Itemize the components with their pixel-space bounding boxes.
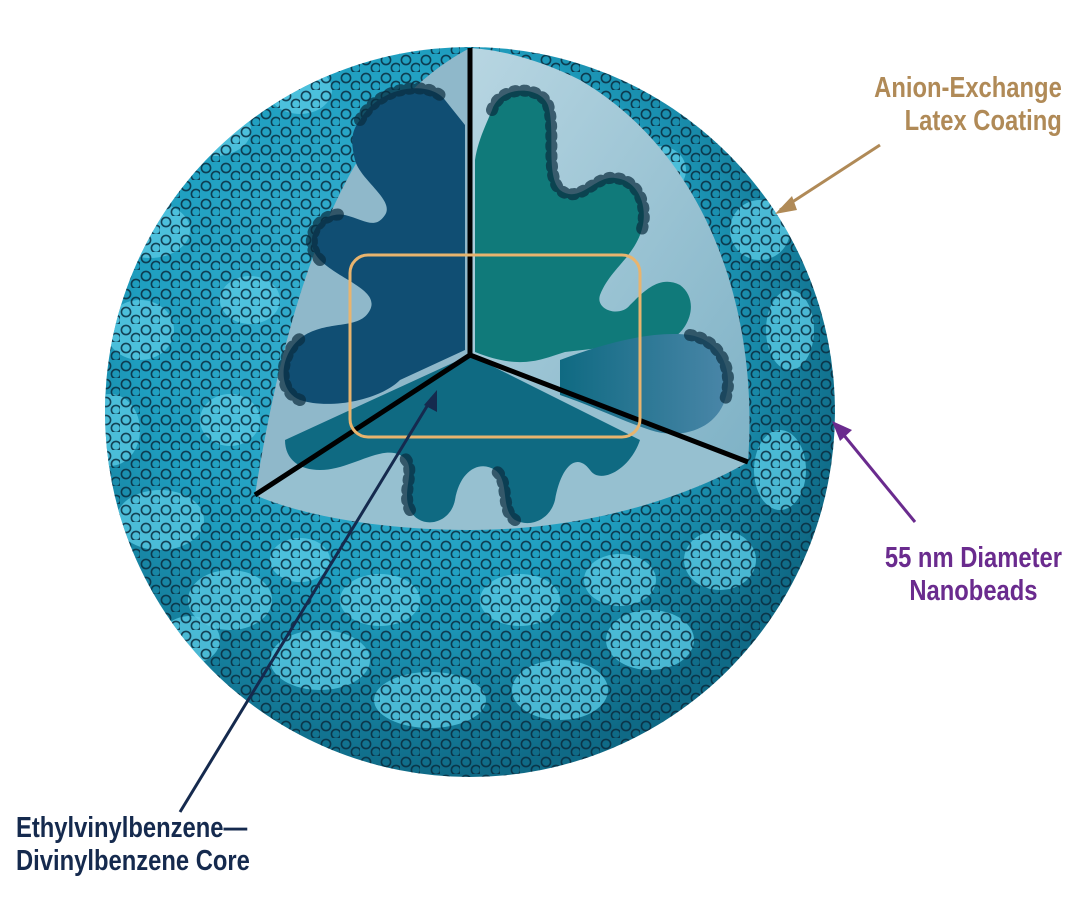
nanobeads-label: 55 nm Diameter Nanobeads [885, 542, 1062, 608]
coating-arrowhead [775, 196, 797, 214]
nanobeads-label-line1: 55 nm Diameter [885, 542, 1062, 575]
nanobeads-label-line2: Nanobeads [885, 575, 1062, 608]
coating-label-line2: Latex Coating [874, 105, 1062, 138]
coating-arrow [780, 145, 880, 210]
coating-label-line1: Anion-Exchange [874, 72, 1062, 105]
core-label-line2: Divinylbenzene Core [16, 845, 250, 878]
nanobeads-arrowhead [832, 421, 852, 441]
core-label: Ethylvinylbenzene— Divinylbenzene Core [16, 812, 250, 878]
nanobeads-arrow [838, 428, 915, 522]
core-label-line1: Ethylvinylbenzene— [16, 812, 250, 845]
coating-label: Anion-Exchange Latex Coating [874, 72, 1062, 138]
